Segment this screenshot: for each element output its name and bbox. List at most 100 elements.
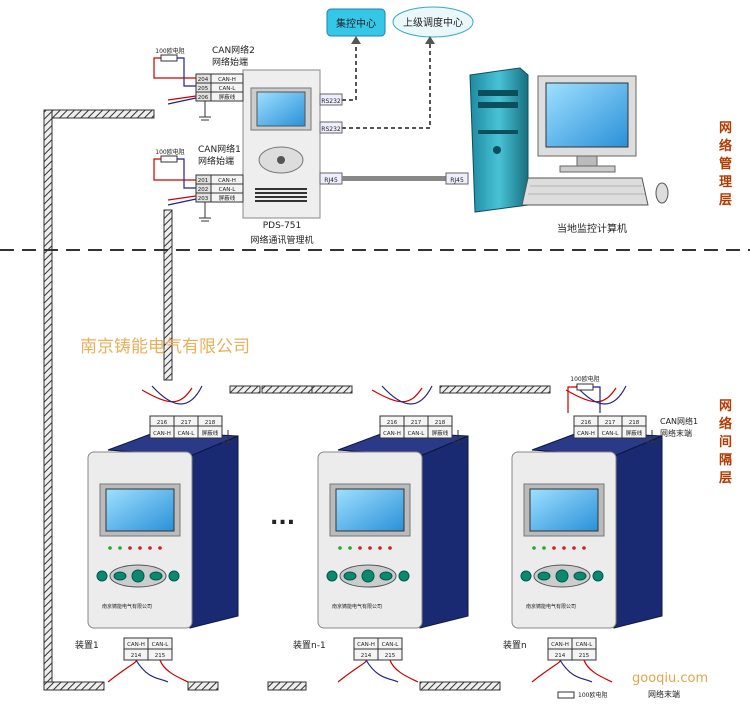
terminal-number: 217 [605, 420, 616, 426]
device-screen [105, 488, 175, 532]
bay-device: 南京铸能电气有限公司216CAN-H217CAN-L218屏蔽线CAN-H214… [503, 385, 663, 683]
device-screen [335, 488, 405, 532]
terminal-name: 屏蔽线 [432, 429, 449, 437]
site-watermark: gooqiu.com [632, 671, 708, 686]
terminal-name: CAN-L [382, 642, 400, 648]
link-rs232-central [342, 40, 357, 101]
terminal-number: 218 [435, 420, 446, 426]
can1-label-1: CAN网络1 [198, 143, 241, 155]
terminal-number: 215 [579, 653, 590, 659]
terminal-name: CAN-H [357, 642, 375, 648]
rs232-port-a [319, 93, 343, 106]
rs232-a-label: RS232 [321, 98, 341, 105]
upper-dispatch-ellipse: 上级调度中心 [392, 6, 474, 38]
device-label: 装置1 [75, 639, 99, 651]
company-watermark: 南京铸能电气有限公司 [80, 337, 250, 357]
terminal-name: 屏蔽线 [626, 429, 643, 437]
can1-term-num: 203 [198, 196, 209, 202]
end-resistor-top-label: 100欧电阻 [570, 375, 599, 383]
can1-start-terminal: 100欧电阻 CAN网络1 网络始端 201 202 203 CAN-H CAN… [153, 143, 244, 222]
keyboard [521, 177, 649, 206]
rj45-pds-label: RJ45 [324, 177, 338, 184]
ellipsis: ... [270, 505, 295, 530]
can2-start-terminal: 100欧电阻 CAN网络2 网络始端 204 205 206 CAN-H CAN… [153, 44, 255, 121]
can2-end-terminal: 100欧电阻 网络末端 [557, 689, 680, 699]
pds-screen [256, 91, 306, 127]
terminal-number: 214 [555, 653, 566, 659]
management-layer-text: 网络管理层 [719, 121, 732, 208]
terminal-name: CAN-H [577, 431, 595, 437]
rj45-pc-label: RJ45 [450, 177, 464, 184]
local-monitor-pc: 当地监控计算机 [469, 67, 669, 235]
terminal-number: 214 [361, 653, 372, 659]
terminal-name: CAN-H [153, 431, 171, 437]
end-label-1: CAN网络1 [660, 416, 698, 426]
management-layer-label: 网络管理层 [719, 121, 732, 208]
end-resistor-bottom-label: 100欧电阻 [578, 691, 607, 699]
can2-term-num: 205 [198, 86, 209, 92]
terminal-name: 屏蔽线 [202, 429, 219, 437]
can1-end-terminal: 100欧电阻 CAN网络1 网络末端 [567, 375, 698, 438]
ethernet-cable [342, 176, 446, 181]
mouse [655, 182, 669, 204]
can1-term-name: CAN-L [219, 187, 237, 193]
can2-term-name: CAN-L [219, 86, 237, 92]
terminal-number: 217 [181, 420, 192, 426]
can2-loop-cable [43, 109, 501, 691]
can2-label-2: 网络始端 [212, 56, 248, 68]
device-label: 装置n [503, 639, 527, 651]
upper-dispatch-label: 上级调度中心 [403, 16, 463, 29]
pds-751-unit: RS232 RS232 RJ45 PDS-751 网络通讯管理机 [242, 69, 343, 246]
terminal-number: 216 [157, 420, 168, 426]
device-label: 装置n-1 [293, 639, 326, 651]
pds-caption: 网络通讯管理机 [250, 234, 313, 246]
can2-term-num: 204 [198, 77, 209, 83]
can2-term-name: 屏蔽线 [219, 93, 236, 101]
can1-label-2: 网络始端 [198, 155, 234, 167]
end-bottom-label: 网络末端 [648, 689, 680, 699]
terminal-number: 216 [387, 420, 398, 426]
pc-caption: 当地监控计算机 [557, 222, 627, 235]
device-maker-label: 南京铸能电气有限公司 [332, 603, 382, 610]
terminal-name: CAN-H [383, 431, 401, 437]
can1-term-name: 屏蔽线 [219, 194, 236, 202]
central-control-label: 集控中心 [336, 17, 376, 30]
can2-label-1: CAN网络2 [212, 44, 255, 56]
can2-term-num: 206 [198, 95, 209, 101]
rs232-port-b [319, 121, 343, 134]
can1-resistor-label: 100欧电阻 [155, 148, 184, 156]
bay-layer-text: 网络间隔层 [719, 399, 732, 486]
terminal-number: 216 [581, 420, 592, 426]
terminal-number: 214 [131, 653, 142, 659]
bay-layer-label: 网络间隔层 [719, 399, 732, 486]
can1-term-num: 202 [198, 187, 209, 193]
can2-resistor-label: 100欧电阻 [155, 47, 184, 55]
end-label-2: 网络末端 [660, 428, 692, 438]
rj45-port-pc [445, 172, 469, 185]
terminal-number: 217 [411, 420, 422, 426]
link-rs232-upper [342, 40, 431, 129]
can2-term-name: CAN-H [218, 77, 236, 83]
device-maker-label: 南京铸能电气有限公司 [102, 603, 152, 610]
terminal-name: CAN-H [127, 642, 145, 648]
can1-term-num: 201 [198, 178, 209, 184]
central-control-box: 集控中心 [326, 8, 386, 37]
terminal-number: 215 [155, 653, 166, 659]
terminal-name: CAN-L [576, 642, 594, 648]
rs232-b-label: RS232 [321, 126, 341, 133]
can1-bus-cable [163, 209, 551, 394]
pc-monitor-screen [545, 82, 629, 148]
terminal-number: 218 [205, 420, 216, 426]
terminal-name: CAN-L [602, 431, 620, 437]
terminal-name: CAN-L [408, 431, 426, 437]
terminal-name: CAN-L [178, 431, 196, 437]
